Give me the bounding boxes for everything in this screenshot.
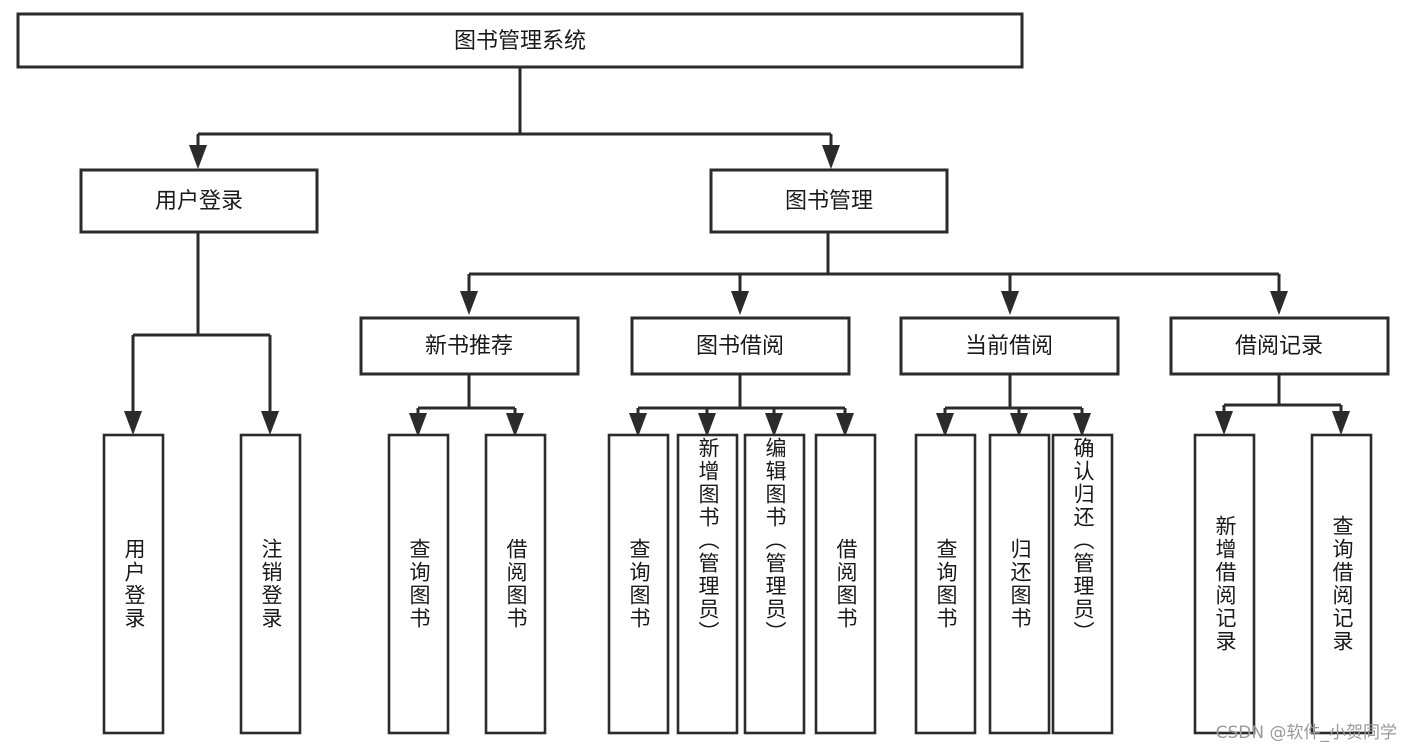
arrow-icon bbox=[1270, 291, 1288, 315]
node-new-book-recommend-label: 新书推荐 bbox=[425, 334, 513, 359]
arrow-icon bbox=[822, 145, 840, 169]
node-book-management[interactable]: 图书管理 bbox=[709, 168, 949, 234]
arrow-icon bbox=[460, 291, 478, 315]
leaf-box-cb-query-book[interactable] bbox=[914, 433, 977, 735]
node-user-login-label: 用户登录 bbox=[155, 189, 243, 214]
node-root-label: 图书管理系统 bbox=[454, 29, 586, 54]
arrow-icon bbox=[731, 291, 749, 315]
leaf-box-br-add-record[interactable] bbox=[1193, 433, 1256, 735]
arrow-icon bbox=[409, 413, 427, 437]
node-borrow-record[interactable]: 借阅记录 bbox=[1169, 316, 1390, 376]
node-book-management-label: 图书管理 bbox=[785, 189, 873, 214]
connector-bookborrow-to-leaves bbox=[629, 374, 854, 437]
leaf-box-cb-return-book[interactable] bbox=[988, 433, 1051, 735]
leaf-box-bb-edit-book[interactable] bbox=[743, 433, 806, 735]
watermark-text: CSDN @软件_小贺同学 bbox=[1215, 723, 1397, 743]
node-current-borrow-label: 当前借阅 bbox=[965, 334, 1053, 359]
leaf-box-bb-add-book[interactable] bbox=[676, 433, 739, 735]
arrow-icon bbox=[1215, 411, 1233, 435]
leaf-box-logout[interactable] bbox=[239, 433, 302, 735]
leaf-box-nbr-query-book[interactable] bbox=[387, 433, 450, 735]
node-root[interactable]: 图书管理系统 bbox=[16, 12, 1024, 69]
leaf-box-bb-borrow-book[interactable] bbox=[814, 433, 877, 735]
node-current-borrow[interactable]: 当前借阅 bbox=[899, 316, 1120, 376]
arrow-icon bbox=[189, 145, 207, 169]
connector-root-to-level2 bbox=[189, 66, 840, 169]
node-new-book-recommend[interactable]: 新书推荐 bbox=[359, 316, 580, 376]
arrow-icon bbox=[629, 413, 647, 437]
leaf-box-user-login[interactable] bbox=[102, 433, 165, 735]
connector-userlogin-to-leaves bbox=[124, 232, 279, 435]
node-book-borrow[interactable]: 图书借阅 bbox=[630, 316, 851, 376]
connector-newbook-to-leaves bbox=[409, 374, 524, 437]
arrow-icon bbox=[1010, 413, 1028, 437]
arrow-icon bbox=[506, 413, 524, 437]
node-borrow-record-label: 借阅记录 bbox=[1235, 334, 1323, 359]
connector-currentborrow-to-leaves bbox=[936, 374, 1091, 437]
node-user-login[interactable]: 用户登录 bbox=[79, 168, 319, 234]
leaf-box-br-query-record[interactable] bbox=[1310, 433, 1373, 735]
connector-bookmgmt-to-level3 bbox=[460, 232, 1288, 315]
leaf-box-bb-query-book[interactable] bbox=[607, 433, 670, 735]
node-book-borrow-label: 图书借阅 bbox=[696, 334, 784, 359]
arrow-icon bbox=[698, 413, 716, 437]
arrow-icon bbox=[1332, 411, 1350, 435]
arrow-icon bbox=[765, 413, 783, 437]
arrow-icon bbox=[836, 413, 854, 437]
leaf-box-cb-confirm-return[interactable] bbox=[1051, 433, 1114, 735]
connector-borrowrecord-to-leaves bbox=[1215, 374, 1350, 435]
arrow-icon bbox=[936, 413, 954, 437]
arrow-icon bbox=[261, 411, 279, 435]
arrow-icon bbox=[1073, 413, 1091, 437]
leaf-box-nbr-borrow-book[interactable] bbox=[484, 433, 547, 735]
arrow-icon bbox=[124, 411, 142, 435]
arrow-icon bbox=[1001, 291, 1019, 315]
